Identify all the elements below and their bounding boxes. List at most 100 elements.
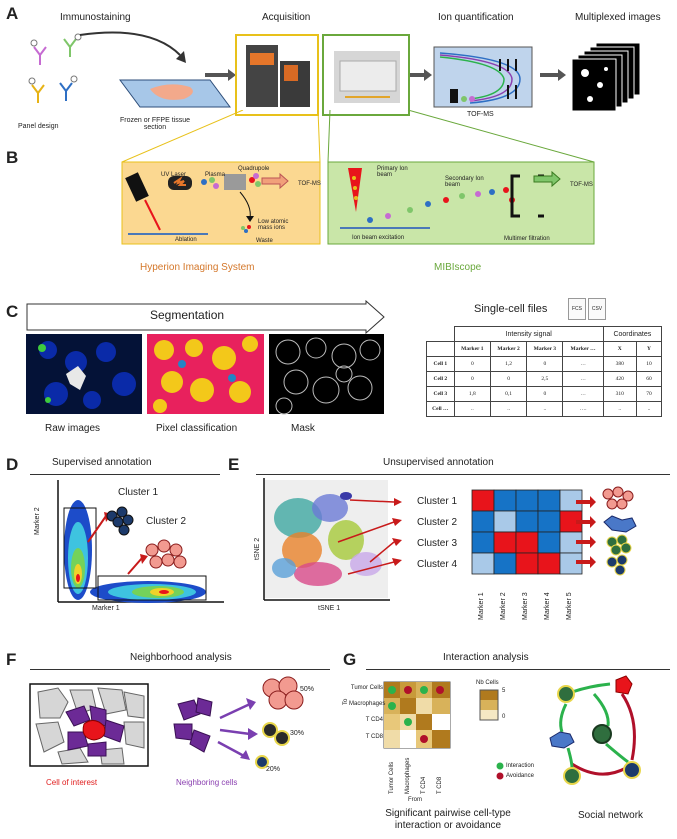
table-cell: 2,5 <box>526 371 564 387</box>
tissue-section-label: Frozen or FFPE tissue section <box>119 117 191 131</box>
nb-cells-colorbar <box>479 689 499 721</box>
supervised-rule <box>30 474 220 475</box>
panel-letter-d: D <box>6 455 19 474</box>
interaction-rule <box>366 669 670 670</box>
neighboring-cells-label: Neighboring cells <box>176 778 238 787</box>
table-cell: 0,1 <box>489 386 528 402</box>
marker-col-label-4: Marker 4 <box>544 592 551 620</box>
interaction-title: Interaction analysis <box>443 652 529 663</box>
table-cell: 0 <box>453 356 491 372</box>
cluster-row-label-3: Cluster 3 <box>417 538 458 549</box>
tof-ms-label-b-right: TOF-MS <box>570 182 593 188</box>
table-cell: Cell 1 <box>426 356 455 372</box>
table-cell: 60 <box>635 371 663 387</box>
table-cell: 0 <box>453 371 491 387</box>
fcs-file-icon: FCS <box>568 298 586 320</box>
multimer-label: Multimer filtration <box>504 236 550 242</box>
table-cell: .. <box>489 401 528 417</box>
social-network-graph <box>549 675 641 785</box>
curved-arrow <box>79 31 181 56</box>
table-cell: .. <box>602 401 637 417</box>
table-row: Cell 2 0 0 2,5 … 420 60 <box>426 371 663 387</box>
panel-letter-f: F <box>6 650 17 669</box>
segmentation-arrow <box>26 300 385 334</box>
acquisition-label: Acquisition <box>262 12 311 23</box>
secondary-ion-label: Secondary Ion beam <box>445 176 484 188</box>
coordinates-header: Coordinates <box>602 326 663 342</box>
tof-ms-label-a: TOF-MS <box>467 111 494 118</box>
heatmap-cell <box>471 531 495 554</box>
hyperion-label: Hyperion Imaging System <box>140 262 255 273</box>
supervised-title: Supervised annotation <box>52 457 152 468</box>
ion-beam-excitation-label: Ion beam excitation <box>352 235 405 241</box>
heatmap-cell <box>537 510 561 533</box>
table-cell: .. <box>635 401 663 417</box>
heatmap-cell <box>537 489 561 512</box>
heatmap-cell <box>471 489 495 512</box>
heatmap-cell <box>515 510 539 533</box>
cluster1-cells-icon <box>106 506 134 536</box>
tsne2-axis-label: tSNE 2 <box>254 537 261 560</box>
from-axis-label: From <box>408 797 422 803</box>
pixel-classification-label: Pixel classification <box>156 423 238 434</box>
segmentation-images <box>26 334 384 415</box>
matrix-row-label-1: Tumor Cells <box>350 685 383 691</box>
panel-letter-c: C <box>6 302 19 321</box>
percent-50: 50% <box>300 686 315 693</box>
table-cell: Cell 2 <box>426 371 455 387</box>
cluster4-cells-icon-e <box>606 554 628 576</box>
heatmap-cell <box>537 552 561 575</box>
table-row: Cell 3 1,8 0,1 0 … 310 70 <box>426 386 663 402</box>
multiplexed-image-stack <box>571 42 641 112</box>
table-cell: .. <box>526 401 564 417</box>
matrix-col-label-3: T CD4 <box>421 776 427 794</box>
raw-images-label: Raw images <box>45 423 101 434</box>
table-cell: 0 <box>526 386 564 402</box>
heatmap-cell <box>493 510 517 533</box>
table-col-header: Marker … <box>562 341 604 357</box>
table-row: Cell … .. .. .. …. .. .. <box>426 401 663 417</box>
table-cell: 70 <box>635 386 663 402</box>
table-cell: 1,8 <box>453 386 491 402</box>
low-atomic-label: Low atomic mass ions <box>258 219 289 231</box>
cluster3-cells-icon-e <box>606 534 632 556</box>
table-cell: … <box>562 371 604 387</box>
heatmap-cell <box>471 552 495 575</box>
matrix-col-label-2: Macrophages <box>405 757 411 794</box>
colorbar-max-label: 5 <box>502 688 506 694</box>
table-cell: …. <box>562 401 604 417</box>
cluster-row-label-2: Cluster 2 <box>417 517 458 528</box>
panel-a-graphic <box>28 31 641 116</box>
waste-label: Waste <box>256 238 273 244</box>
table-cell: 420 <box>602 371 637 387</box>
marker1-axis-label: Marker 1 <box>92 605 120 612</box>
ablation-label: Ablation <box>175 237 197 243</box>
plasma-label: Plasma <box>205 172 226 178</box>
mask-label: Mask <box>291 423 315 434</box>
table-cell: … <box>562 386 604 402</box>
ion-quantification-label: Ion quantification <box>438 12 514 23</box>
antibody-icons <box>31 38 77 103</box>
panel-letter-a: A <box>6 4 19 23</box>
colorbar-min-label: 0 <box>502 714 506 720</box>
neighborhood-rule <box>30 669 330 670</box>
panel-design-label: Panel design <box>18 123 59 130</box>
heatmap-cell <box>515 531 539 554</box>
panel-letter-g: G <box>343 650 357 669</box>
panel-b-graphic <box>121 110 595 245</box>
tsne1-axis-label: tSNE 1 <box>318 605 341 612</box>
heatmap-cell <box>493 552 517 575</box>
segmentation-label: Segmentation <box>150 308 225 322</box>
table-cell: 380 <box>602 356 637 372</box>
table-row: Cell 1 0 1,2 0 … 380 10 <box>426 356 663 372</box>
heatmap-cell <box>493 489 517 512</box>
multiplexed-images-label: Multiplexed images <box>575 12 661 23</box>
cluster2-cells-icon-e <box>603 515 637 533</box>
matrix-col-label-4: T CD8 <box>437 776 443 794</box>
unsupervised-title: Unsupervised annotation <box>383 457 494 468</box>
matrix-row-label-2: Macrophages <box>349 701 386 707</box>
tsne-and-heatmap <box>263 478 637 601</box>
interaction-legend-label: Interaction <box>506 763 535 769</box>
unsupervised-rule <box>256 474 670 475</box>
hyperion-panel <box>121 161 321 245</box>
